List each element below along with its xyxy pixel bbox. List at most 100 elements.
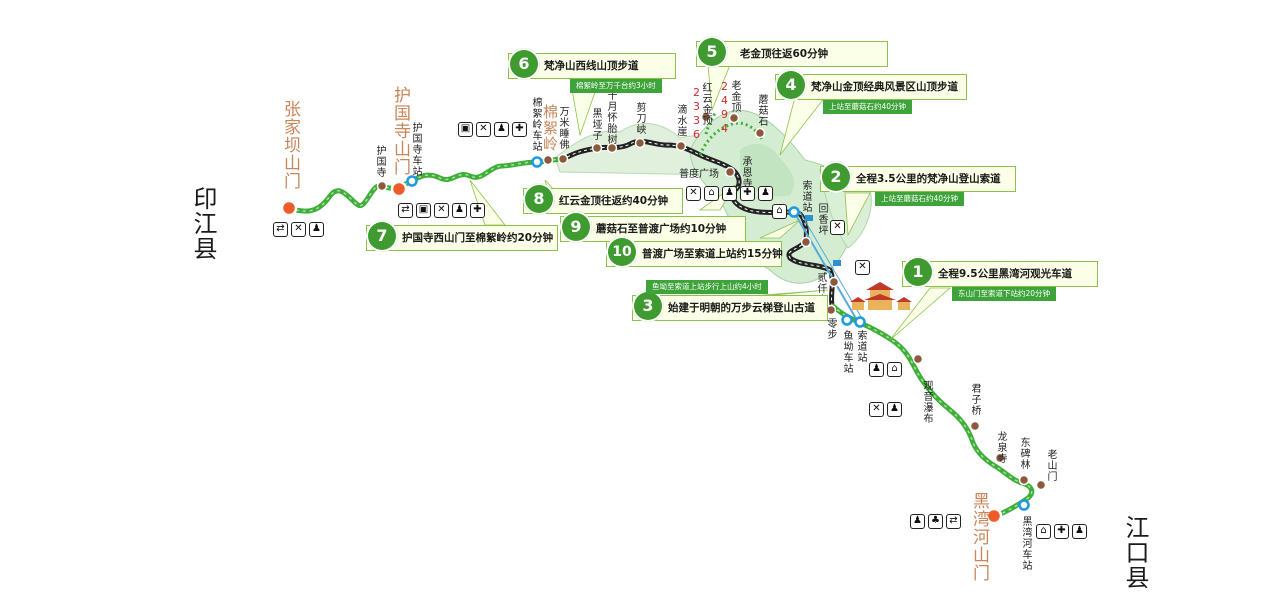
- facilities-yuao-2: ✕♟: [869, 402, 902, 417]
- east-road: [830, 303, 1035, 518]
- label-pudu-square: 普度广场: [679, 169, 719, 180]
- label-cableway-station-low: 索道站: [855, 330, 866, 363]
- county-jiangkou: 江口县: [1121, 515, 1149, 590]
- callout-10-number: 10: [606, 236, 638, 268]
- restroom-icon: ♟: [887, 402, 902, 417]
- callout-2-title: 全程3.5公里的梵净山登山索道: [856, 173, 1001, 185]
- gate-mianxuling: 棉絮岭: [541, 104, 559, 152]
- callout-8-title: 红云金顶往返约40分钟: [559, 195, 669, 207]
- restroom-icon: ♟: [910, 514, 925, 529]
- facilities-heiwanhe-station: ⌂✚♟: [1036, 524, 1087, 539]
- gate-heiwanhe: 黑湾河山门: [969, 492, 989, 582]
- first-aid-icon: ✚: [512, 122, 527, 137]
- bus-icon: ▣: [416, 203, 431, 218]
- callout-8-number: 8: [523, 183, 555, 215]
- elevation-hongyun: 2336: [690, 86, 703, 142]
- facilities-heiwanhe: ♟♣⇄: [910, 514, 961, 529]
- dining-icon: ✕: [434, 203, 449, 218]
- callout-4-title: 梵净山金顶经典风景区山顶步道: [811, 81, 958, 93]
- callout-9-number: 9: [560, 211, 592, 243]
- label-mianxuling-station: 棉絮岭车站: [530, 97, 541, 152]
- facilities-yuao-1: ♟⌂: [869, 362, 902, 377]
- west-trail: [288, 156, 563, 214]
- first-aid-icon: ✚: [1054, 524, 1069, 539]
- ticket-icon: ♣: [928, 514, 943, 529]
- hotel-icon: ⌂: [704, 186, 719, 201]
- label-dongbei-lin: 东碑林: [1018, 437, 1029, 470]
- facilities-mianxuling: ▣✕♟✚: [458, 122, 527, 137]
- label-longquan-temple: 龙泉寺: [995, 431, 1006, 464]
- callout-4-number: 4: [775, 69, 807, 101]
- label-junzi-bridge: 君子桥: [969, 383, 980, 416]
- label-chengen-temple: 承恩寺: [740, 156, 751, 189]
- label-huixiang-ping: 回香坪: [816, 203, 827, 236]
- dining-icon: ✕: [476, 122, 491, 137]
- label-laojin-top: 老金顶: [729, 80, 740, 113]
- restroom-icon: ♟: [494, 122, 509, 137]
- callout-6-title: 梵净山西线山顶步道: [544, 60, 639, 72]
- restroom-icon: ♟: [758, 186, 773, 201]
- callout-6-sub: 棉絮岭至万千台约3小时: [570, 79, 662, 93]
- callout-5-title: 老金顶往返60分钟: [740, 48, 829, 60]
- facilities-huixiang: ✕: [830, 220, 845, 235]
- label-dishuiya: 滴水崖: [675, 104, 686, 137]
- label-huguosi-temple: 护国寺: [374, 145, 385, 178]
- callout-1-number: 1: [902, 256, 934, 288]
- parking-icon: ⇄: [946, 514, 961, 529]
- callout-2-number: 2: [820, 161, 852, 193]
- callout-10-title: 普渡广场至索道上站约15分钟: [642, 248, 783, 260]
- label-yueyuantai: 十月怀胎树: [605, 90, 616, 145]
- gate-huguosi: 护国寺山门: [390, 86, 410, 176]
- parking-icon: ⇄: [273, 222, 288, 237]
- label-yuao-station: 鱼坳车站: [841, 330, 852, 374]
- facilities-ershi: ✕: [855, 260, 870, 275]
- label-cableway-station-top: 索道站: [800, 180, 811, 213]
- label-huguosi-station: 护国寺车站: [410, 122, 421, 177]
- label-ershi-bu: 贰仟步: [815, 272, 826, 305]
- callout-3-sub: 鱼坳至索道上站步行上山约4小时: [646, 280, 768, 294]
- restroom-icon: ♟: [1072, 524, 1087, 539]
- gate-zhangjiaba: 张家坝山门: [280, 100, 300, 190]
- label-wanmi-shuifo: 万米睡佛: [557, 106, 568, 150]
- dining-icon: ✕: [869, 402, 884, 417]
- temple-illustration: [850, 282, 912, 310]
- label-jiandaoxia: 剪刀峡: [634, 102, 645, 135]
- hotel-icon: ⌂: [1036, 524, 1051, 539]
- dining-icon: ✕: [291, 222, 306, 237]
- summit-loop: [698, 111, 764, 156]
- label-hongyun-top: 红云金顶: [700, 82, 711, 126]
- facilities-zhangjiaba: ⇄✕♟: [273, 222, 324, 237]
- facilities-pudu: ✕⌂♟✚♟: [686, 186, 773, 201]
- hotel-icon: ⌂: [772, 204, 787, 219]
- label-heiyazi: 黑垭子: [590, 108, 601, 141]
- restroom-icon: ♟: [722, 186, 737, 201]
- callout-2-sub: 上站至蘑菇石约40分钟: [875, 192, 965, 206]
- first-aid-icon: ✚: [470, 203, 485, 218]
- label-lao-shanmen: 老山门: [1045, 449, 1056, 482]
- callout-6-number: 6: [508, 48, 540, 80]
- callout-7-title: 护国寺西山门至棉絮岭约20分钟: [402, 232, 554, 244]
- callout-7-number: 7: [366, 220, 398, 252]
- callout-3-number: 3: [632, 290, 664, 322]
- elevation-laojin: 2494: [718, 80, 731, 136]
- callout-1-title: 全程9.5公里黑湾河观光车道: [938, 268, 1073, 280]
- label-mogu-stone: 蘑菇石: [756, 94, 767, 127]
- restroom-icon: ♟: [869, 362, 884, 377]
- label-ling-bu: 零步: [825, 318, 836, 340]
- restroom-icon: ♟: [452, 203, 467, 218]
- facilities-cableway-top: ⌂: [772, 204, 787, 219]
- mountain-terrain: [554, 109, 872, 284]
- first-aid-icon: ✚: [740, 186, 755, 201]
- facilities-huguosi: ⇄▣✕♟✚: [398, 203, 485, 218]
- bus-icon: ▣: [458, 122, 473, 137]
- county-yinjiang: 印江县: [189, 186, 217, 261]
- parking-icon: ⇄: [398, 203, 413, 218]
- callout-3-title: 始建于明朝的万步云梯登山古道: [668, 302, 815, 314]
- callout-5-number: 5: [696, 36, 728, 68]
- label-guanyin-waterfall: 观音瀑布: [921, 380, 932, 424]
- hotel-icon: ⌂: [887, 362, 902, 377]
- callout-9-title: 蘑菇石至普渡广场约10分钟: [596, 223, 727, 235]
- callout-4-sub: 上站至蘑菇石约40分钟: [823, 100, 913, 114]
- dining-icon: ✕: [686, 186, 701, 201]
- restroom-icon: ♟: [309, 222, 324, 237]
